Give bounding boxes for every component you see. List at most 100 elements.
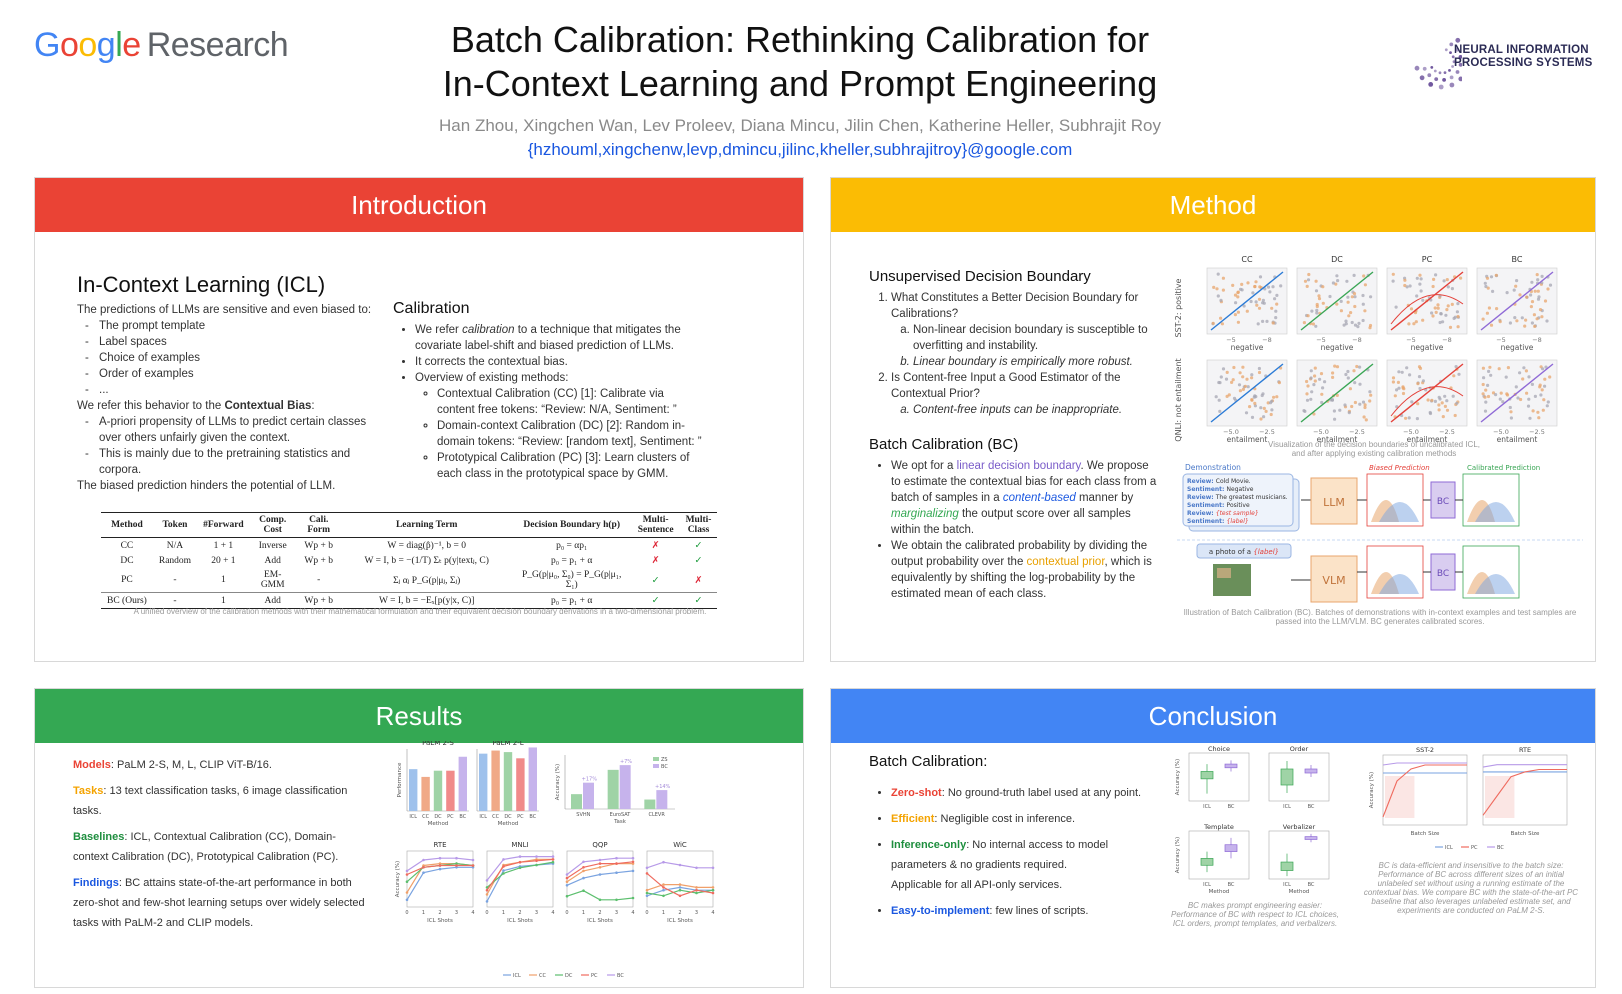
scatter-point: [1302, 321, 1306, 325]
scatter-point: [1505, 291, 1509, 295]
list-item: Inference-only: No internal access to mo…: [891, 835, 1159, 895]
scatter-point: [1268, 290, 1272, 294]
series-line: [1482, 768, 1567, 816]
bs-title: RTE: [1519, 746, 1531, 754]
scatter-point: [1323, 380, 1327, 384]
table-cell: 20 + 1: [211, 555, 236, 566]
boxplot-title: Verbalizer: [1283, 823, 1316, 831]
scatter-point: [1513, 316, 1517, 320]
bias-lead-text: We refer this behavior to the: [77, 400, 225, 412]
scatter-point: [1397, 370, 1401, 374]
scatter-point: [1368, 390, 1372, 394]
scatter-point: [1452, 374, 1456, 378]
conclusion-text: Zero-shot: No ground-truth label used at…: [869, 783, 1159, 921]
scatter-point: [1258, 275, 1263, 279]
series-point: [502, 865, 505, 868]
bar: [421, 776, 430, 811]
series-point: [405, 898, 409, 902]
series-point: [645, 872, 649, 875]
baselines-label: Baselines: [73, 831, 125, 843]
table-header: Comp. Cost: [259, 515, 287, 535]
scatter-point: [1309, 397, 1313, 401]
scatter-point: [1484, 388, 1488, 392]
bs-title: SST-2: [1416, 746, 1434, 754]
neurips-dot: [1449, 82, 1455, 88]
scatter-point: [1533, 289, 1537, 293]
series-point: [502, 872, 505, 875]
scatter-point: [1489, 275, 1494, 279]
series-point: [615, 871, 618, 874]
google-logo-text: Google: [34, 26, 141, 64]
scatter-point: [1303, 279, 1308, 283]
scatter-point: [1225, 370, 1229, 374]
review-line: Sentiment: Positive: [1187, 502, 1250, 509]
boxplot-box: [1200, 771, 1214, 780]
demo-card: [1182, 473, 1294, 527]
review-value: Positive: [1227, 502, 1250, 509]
scatter-point: [1218, 409, 1222, 413]
series-point: [631, 860, 635, 864]
series-point: [485, 879, 489, 882]
series-line: [1382, 762, 1467, 766]
scatter-point: [1515, 319, 1519, 323]
scatter-point: [1482, 376, 1486, 380]
neurips-line-1: NEURAL INFORMATION: [1454, 44, 1589, 56]
scatter-point: [1345, 279, 1349, 283]
scatter-point: [1313, 379, 1317, 383]
boxplot-box: [1304, 836, 1318, 840]
scatter-point: [1343, 403, 1347, 407]
series-point: [678, 886, 682, 889]
scatter-point: [1321, 386, 1325, 390]
scatter-point: [1520, 316, 1524, 320]
table-header: Token: [162, 520, 188, 530]
decision-boundary-line: [1480, 271, 1554, 331]
scatter-point: [1518, 293, 1522, 297]
series-point: [631, 862, 635, 865]
table-cell: Wp + b: [304, 595, 333, 606]
scatter-point: [1306, 384, 1310, 388]
scatter-point: [1421, 298, 1425, 302]
scatter-point: [1266, 285, 1271, 289]
scatter-point: [1363, 283, 1367, 287]
scatter-point: [1352, 292, 1357, 296]
scatter-point: [1418, 366, 1423, 370]
bar: [607, 769, 619, 809]
scatter-point: [1431, 284, 1435, 289]
scatter-point: [1414, 320, 1418, 324]
scatter-point: [1455, 401, 1459, 405]
boxplot-tick: ICL: [1283, 804, 1291, 810]
scatter-point: [1258, 285, 1262, 289]
list-item: Choice of examples: [85, 350, 377, 366]
line-tick-label: 2: [438, 910, 441, 916]
table-cell: Wp + b: [304, 555, 333, 566]
line-tick-label: 2: [598, 910, 601, 916]
series-point: [645, 888, 649, 892]
series-point: [645, 866, 649, 870]
review-line: Sentiment: {label}: [1187, 518, 1249, 525]
udb-title: Unsupervised Decision Boundary: [869, 268, 1091, 285]
boxplot-area: [1268, 830, 1330, 880]
title-line-2: In-Context Learning and Prompt Engineeri…: [442, 63, 1158, 104]
list-item: Overview of existing methods: Contextual…: [415, 370, 703, 482]
review-line: Review: Cold Movie.: [1187, 478, 1251, 485]
scatter-point: [1521, 377, 1525, 381]
scatter-point: [1234, 301, 1238, 305]
scatter-point: [1515, 279, 1519, 283]
author-emails[interactable]: {hzhouml,xingchenw,levp,dmincu,jilinc,kh…: [527, 140, 1073, 159]
calibration-sublist: Contextual Calibration (CC) [1]: Calibra…: [437, 386, 703, 482]
series-point: [711, 891, 715, 895]
scatter-point: [1331, 281, 1335, 285]
scatter-point: [1403, 278, 1407, 282]
scatter-caption-1: Visualization of the decision boundaries…: [1268, 440, 1480, 449]
neurips-dot: [1422, 66, 1427, 71]
scatter-point: [1321, 285, 1325, 289]
scatter-point: [1546, 400, 1550, 404]
scatter-point: [1315, 311, 1319, 315]
scatter-point: [1548, 283, 1553, 287]
list-item: What Constitutes a Better Decision Bound…: [891, 290, 1159, 370]
scatter-point: [1444, 313, 1448, 317]
line-chart-title: RTE: [433, 841, 446, 849]
series-point: [551, 858, 555, 861]
scatter-point: [1264, 409, 1268, 413]
neurips-dot: [1455, 47, 1460, 52]
